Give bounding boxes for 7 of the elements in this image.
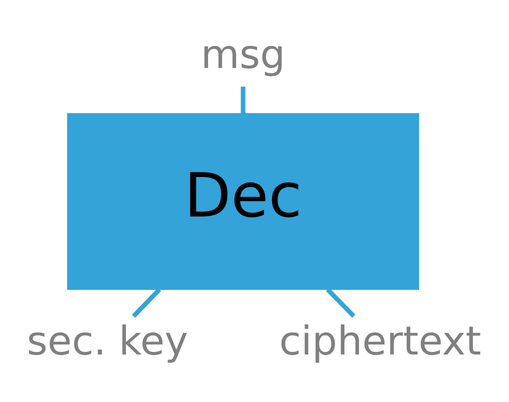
node-text: sec. key bbox=[26, 318, 188, 364]
connector bbox=[240, 86, 246, 114]
node-box: Dec bbox=[67, 112, 420, 290]
node-text: msg bbox=[200, 31, 286, 78]
connector bbox=[132, 287, 162, 318]
connector bbox=[326, 287, 356, 318]
node-text: ciphertext bbox=[279, 318, 482, 364]
